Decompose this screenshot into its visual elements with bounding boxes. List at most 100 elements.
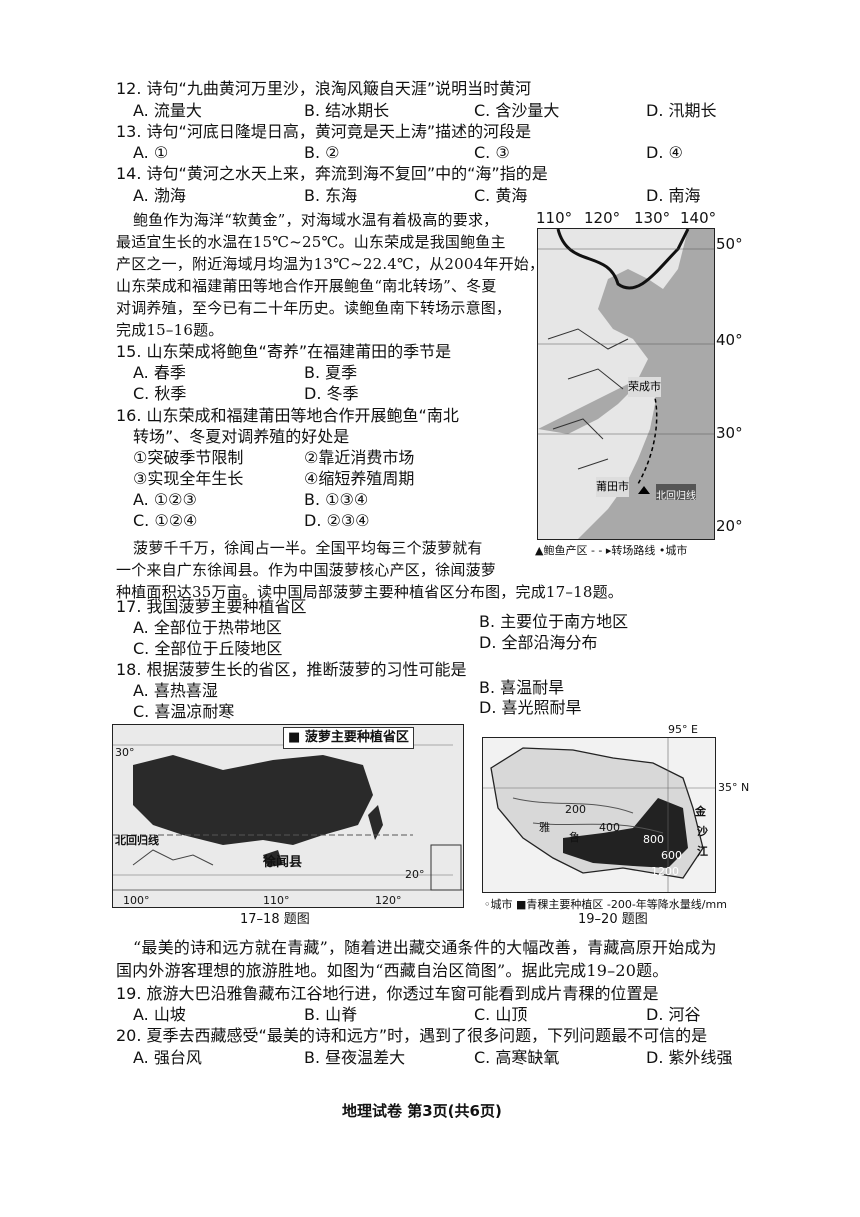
map3-iso-400: 400: [599, 821, 620, 834]
q17-option-a: A. 全部位于热带地区: [133, 618, 282, 637]
q20-option-c: C. 高寒缺氧: [474, 1048, 560, 1067]
passage3-line1: “最美的诗和远方就在青藏”，随着进出藏交通条件的大幅改善，青藏高原开始成为: [133, 938, 717, 957]
passage1-line5: 对调养殖，至今已有二十年历史。读鲍鱼南下转场示意图，: [116, 299, 512, 317]
q14-option-a: A. 渤海: [133, 186, 186, 205]
q15-option-c: C. 秋季: [133, 384, 187, 403]
map1-lat-20: 20°: [716, 517, 743, 535]
q16-item-4: ④缩短养殖周期: [304, 469, 415, 488]
passage2-line1: 菠萝千千万，徐闻占一半。全国平均每三个菠萝就有: [133, 539, 483, 557]
q16-stem-line1: 16. 山东荣成和福建莆田等地合作开展鲍鱼“南北: [116, 406, 459, 425]
q19-stem: 19. 旅游大巴沿雅鲁藏布江谷地行进，你透过车窗可能看到成片青稞的位置是: [116, 984, 659, 1003]
q18-option-a: A. 喜热喜湿: [133, 681, 218, 700]
passage1-line4: 山东荣成和福建莆田等地合作开展鲍鱼“南北转场”、冬夏: [116, 277, 497, 295]
map1-lon-110: 110°: [536, 209, 573, 227]
q20-option-b: B. 昼夜温差大: [304, 1048, 406, 1067]
q20-option-a: A. 强台风: [133, 1048, 202, 1067]
q19-option-c: C. 山顶: [474, 1005, 528, 1024]
q13-option-d: D. ④: [646, 143, 683, 162]
q17-stem: 17. 我国菠萝主要种植省区: [116, 597, 307, 616]
passage1-line6: 完成15–16题。: [116, 321, 224, 339]
pineapple-province-map: ■ 菠萝主要种植省区 30° 北回归线 徐闻县 20° 100° 110° 12…: [112, 724, 464, 908]
map3-lat: 35° N: [718, 781, 750, 794]
q14-option-d: D. 南海: [646, 186, 701, 205]
passage3-line2: 国内外游客理想的旅游胜地。如图为“西藏自治区简图”。据此完成19–20题。: [116, 961, 669, 980]
abalone-migration-map: 荣成市 莆田市 北回归线: [537, 228, 715, 540]
map1-lat-40: 40°: [716, 331, 743, 349]
q16-item-3: ③实现全年生长: [133, 469, 244, 488]
q16-item-2: ②靠近消费市场: [304, 448, 415, 467]
q12-option-b: B. 结冰期长: [304, 101, 390, 120]
q16-option-b: B. ①③④: [304, 490, 369, 509]
q16-option-d: D. ②③④: [304, 511, 370, 530]
map1-lon-140: 140°: [680, 209, 717, 227]
map3-iso-800: 800: [643, 833, 664, 846]
map2-lon-100: 100°: [123, 894, 150, 907]
map1-legend: ▲鲍鱼产区 - - ▸转场路线 •城市: [535, 544, 688, 557]
map2-county-xuwen: 徐闻县: [263, 855, 303, 870]
page-footer: 地理试卷 第3页(共6页): [342, 1102, 502, 1120]
q15-option-a: A. 春季: [133, 363, 186, 382]
passage2-line2: 一个来自广东徐闻县。作为中国菠萝核心产区，徐闻菠萝: [116, 561, 497, 579]
q16-stem-line2: 转场”、冬夏对调养殖的好处是: [133, 427, 350, 446]
q12-option-c: C. 含沙量大: [474, 101, 560, 120]
map3-place-1: 雅: [539, 821, 550, 834]
q20-option-d: D. 紫外线强: [646, 1048, 733, 1067]
map1-lon-130: 130°: [634, 209, 671, 227]
q18-option-b: B. 喜温耐旱: [479, 678, 565, 697]
q18-stem: 18. 根据菠萝生长的省区，推断菠萝的习性可能是: [116, 660, 467, 679]
q12-option-d: D. 汛期长: [646, 101, 717, 120]
q17-option-c: C. 全部位于丘陵地区: [133, 639, 283, 658]
passage1-line3: 产区之一，附近海域月均温为13℃~22.4℃，从2004年开始，: [116, 255, 545, 273]
q17-option-d: D. 全部沿海分布: [479, 633, 598, 652]
q16-option-c: C. ①②④: [133, 511, 198, 530]
map3-caption: 19–20 题图: [578, 912, 648, 927]
map3-graphic: [483, 738, 715, 892]
map2-legend: ■ 菠萝主要种植省区: [283, 727, 414, 749]
q19-option-d: D. 河谷: [646, 1005, 701, 1024]
map3-iso-600: 600: [661, 849, 682, 862]
map1-city-putian: 莆田市: [596, 477, 629, 497]
q13-stem: 13. 诗句“河底日隆堤日高，黄河竟是天上涛”描述的河段是: [116, 122, 532, 141]
q20-stem: 20. 夏季去西藏感受“最美的诗和远方”时，遇到了很多问题，下列问题最不可信的是: [116, 1026, 708, 1045]
map2-lat-30: 30°: [115, 746, 135, 759]
q13-option-c: C. ③: [474, 143, 510, 162]
q14-option-c: C. 黄海: [474, 186, 528, 205]
map2-caption: 17–18 题图: [240, 912, 310, 927]
map3-place-2: 鲁: [569, 831, 580, 844]
q19-option-a: A. 山坡: [133, 1005, 186, 1024]
map1-city-rongcheng: 荣成市: [628, 377, 661, 397]
map3-iso-200: 200: [565, 803, 586, 816]
q18-option-c: C. 喜温凉耐寒: [133, 702, 235, 721]
tibet-map: 200 400 800 600 1200 金 沙 江 雅 鲁: [482, 737, 716, 893]
map2-lon-110: 110°: [263, 894, 290, 907]
map3-lon: 95° E: [668, 723, 698, 736]
q19-option-b: B. 山脊: [304, 1005, 358, 1024]
map3-iso-1200: 1200: [651, 865, 679, 878]
map1-lat-50: 50°: [716, 235, 743, 253]
map2-legend-label: 菠萝主要种植省区: [304, 730, 409, 745]
passage1-line2: 最适宜生长的水温在15℃~25℃。山东荣成是我国鲍鱼主: [116, 233, 506, 251]
q13-option-b: B. ②: [304, 143, 340, 162]
map2-lon-120: 120°: [375, 894, 402, 907]
passage1-line1: 鲍鱼作为海洋“软黄金”，对海域水温有着极高的要求，: [133, 211, 499, 229]
q15-option-b: B. 夏季: [304, 363, 358, 382]
map1-lat-30: 30°: [716, 424, 743, 442]
map3-river-1: 金: [695, 805, 706, 818]
q18-option-d: D. 喜光照耐旱: [479, 698, 582, 717]
map3-legend: ◦城市 ■青稞主要种植区 -200-年等降水量线/mm: [484, 898, 727, 911]
q16-option-a: A. ①②③: [133, 490, 197, 509]
map2-tropic: 北回归线: [115, 834, 159, 847]
q16-item-1: ①突破季节限制: [133, 448, 244, 467]
passage2-line3: 种植面积达35万亩。读中国局部菠萝主要种植省区分布图，完成17–18题。: [116, 583, 623, 601]
q17-option-b: B. 主要位于南方地区: [479, 612, 629, 631]
map2-lat-20: 20°: [405, 868, 425, 881]
map2-graphic: [113, 725, 463, 907]
map1-tropic-label: 北回归线: [656, 491, 696, 502]
q14-stem: 14. 诗句“黄河之水天上来，奔流到海不复回”中的“海”指的是: [116, 164, 548, 183]
q15-option-d: D. 冬季: [304, 384, 359, 403]
q13-option-a: A. ①: [133, 143, 169, 162]
q12-stem: 12. 诗句“九曲黄河万里沙，浪淘风簸自天涯”说明当时黄河: [116, 79, 532, 98]
map1-lon-120: 120°: [584, 209, 621, 227]
q14-option-b: B. 东海: [304, 186, 358, 205]
map3-river-2: 沙: [697, 825, 708, 838]
